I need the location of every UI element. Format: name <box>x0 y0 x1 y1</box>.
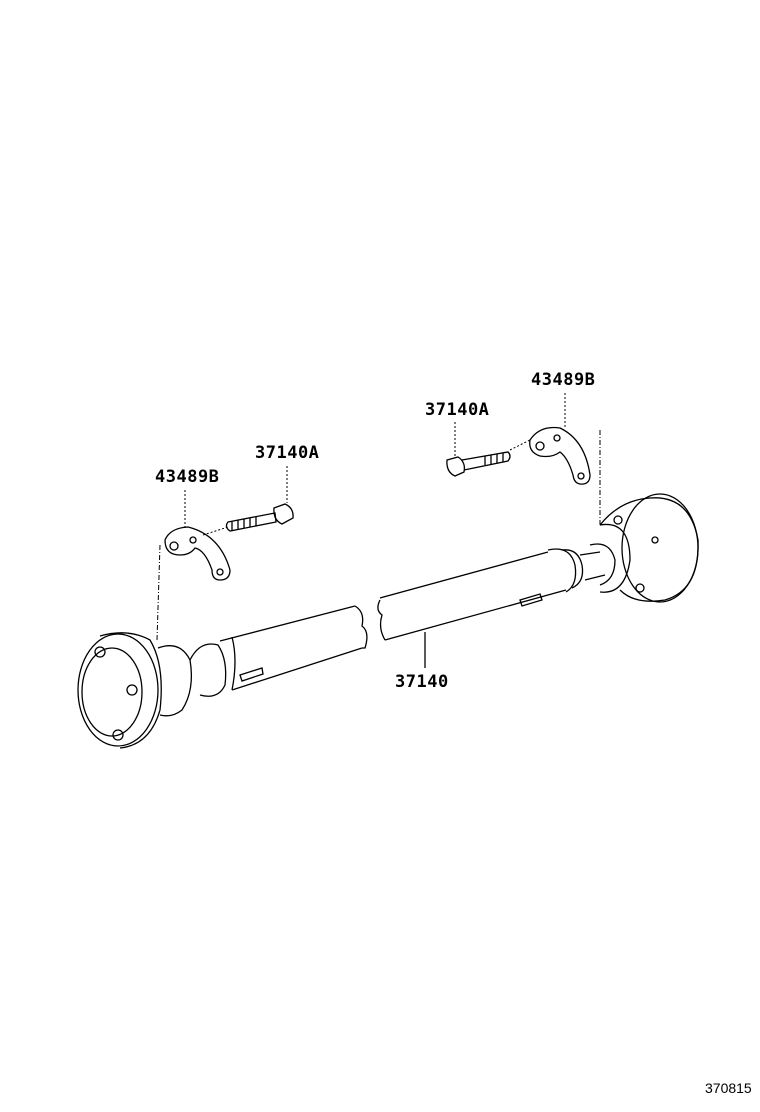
figure-code: 370815 <box>705 1080 752 1096</box>
callout-right-bolt: 37140A <box>425 400 490 420</box>
right-shaft-section <box>377 543 616 641</box>
left-shaft-section <box>189 605 368 697</box>
alignment-line-left <box>156 544 161 641</box>
callout-propeller-shaft: 37140 <box>395 672 449 692</box>
callout-left-bracket: 43489B <box>155 467 220 487</box>
right-flange <box>599 493 699 603</box>
callout-right-bracket: 43489B <box>531 370 596 390</box>
left-bolt <box>225 503 294 532</box>
callout-left-bolt: 37140A <box>255 443 320 463</box>
right-bolt <box>446 451 511 477</box>
right-bracket <box>529 426 591 485</box>
left-flange <box>77 632 193 749</box>
left-bracket <box>164 526 231 581</box>
